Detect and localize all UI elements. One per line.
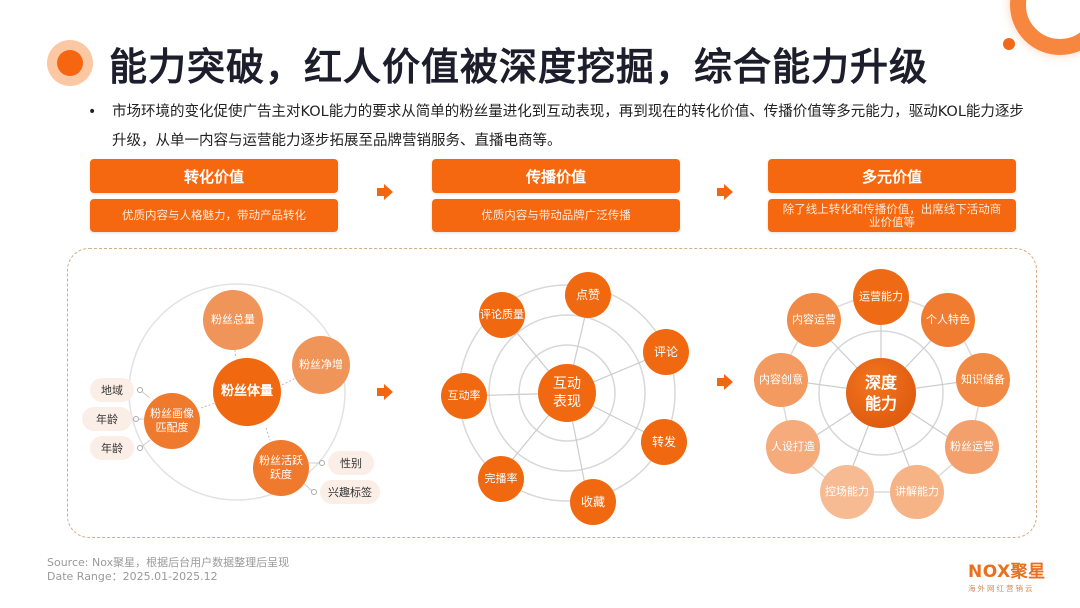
node-completion-rate: 完播率: [478, 456, 524, 502]
node-fan-operation: 粉丝运营: [945, 420, 999, 474]
stage-desc: 优质内容与人格魅力，带动产品转化: [90, 199, 338, 232]
date-range-text: Date Range：2025.01-2025.12: [47, 570, 218, 583]
nox-logo: NOX聚星 海外网红营销云: [968, 557, 1046, 594]
intro-bullet: • 市场环境的变化促使广告主对KOL能力的要求从简单的粉丝量进化到互动表现，再到…: [88, 98, 1030, 156]
node-interaction-center: 互动表现: [538, 364, 596, 422]
node-likes: 点赞: [565, 272, 611, 318]
arrow-right-icon: [377, 184, 393, 200]
node-shares: 转发: [641, 419, 687, 465]
node-control-ability: 控场能力: [820, 465, 874, 519]
stage-diverse: 多元价值 除了线上转化和传播价值，出席线下活动商业价值等: [768, 159, 1016, 232]
bullet-dot-icon: •: [88, 104, 97, 120]
node-depth-center: 深度能力: [846, 358, 916, 428]
node-fans-total: 粉丝总量: [203, 290, 263, 350]
node-fans-volume-center: 粉丝体量: [213, 358, 281, 426]
tag-gender: 性别: [328, 451, 374, 475]
tag-interest: 兴趣标签: [320, 480, 380, 504]
corner-decoration-dot: [1003, 38, 1015, 50]
arrow-right-icon: [717, 184, 733, 200]
node-fans-portrait-match: 粉丝画像匹配度: [144, 393, 200, 449]
stage-desc: 优质内容与带动品牌广泛传播: [432, 199, 680, 232]
page-title: 能力突破，红人价值被深度挖掘，综合能力升级: [109, 45, 929, 89]
tag-age: 年龄: [82, 407, 132, 431]
source-text: Source: Nox聚星，根据后台用户数据整理后呈现: [47, 556, 290, 569]
node-persona-building: 人设打造: [766, 420, 820, 474]
stage-title: 转化价值: [90, 159, 338, 193]
node-content-operation: 内容运营: [787, 293, 841, 347]
node-favorites: 收藏: [570, 479, 616, 525]
source-note: Source: Nox聚星，根据后台用户数据整理后呈现 Date Range：2…: [47, 556, 289, 584]
logo-sub-text: 海外网红营销云: [968, 584, 1035, 593]
node-personal-feature: 个人特色: [921, 293, 975, 347]
node-comments: 评论: [643, 329, 689, 375]
stage-conversion: 转化价值 优质内容与人格魅力，带动产品转化: [90, 159, 338, 232]
tag-region: 地域: [90, 378, 134, 402]
diagrams-panel: [67, 248, 1037, 538]
title-bullet-icon: [47, 40, 93, 86]
node-explain-ability: 讲解能力: [890, 465, 944, 519]
intro-text: 市场环境的变化促使广告主对KOL能力的要求从简单的粉丝量进化到互动表现，再到现在…: [112, 104, 1024, 149]
tag-age-2: 年龄: [90, 436, 134, 460]
stage-title: 多元价值: [768, 159, 1016, 193]
stage-spread: 传播价值 优质内容与带动品牌广泛传播: [432, 159, 680, 232]
logo-main-text: NOX聚星: [968, 562, 1046, 582]
stage-title: 传播价值: [432, 159, 680, 193]
node-operation-ability: 运营能力: [853, 269, 909, 325]
node-fans-net-growth: 粉丝净增: [292, 336, 350, 394]
node-engagement-rate: 互动率: [441, 373, 487, 419]
node-content-creativity: 内容创意: [754, 353, 808, 407]
stage-desc: 除了线上转化和传播价值，出席线下活动商业价值等: [768, 199, 1016, 232]
node-knowledge-reserve: 知识储备: [956, 353, 1010, 407]
node-comment-quality: 评论质量: [479, 292, 525, 338]
node-fans-activity: 粉丝活跃跃度: [253, 440, 309, 496]
arrow-right-icon: [377, 384, 393, 400]
arrow-right-icon: [717, 374, 733, 390]
